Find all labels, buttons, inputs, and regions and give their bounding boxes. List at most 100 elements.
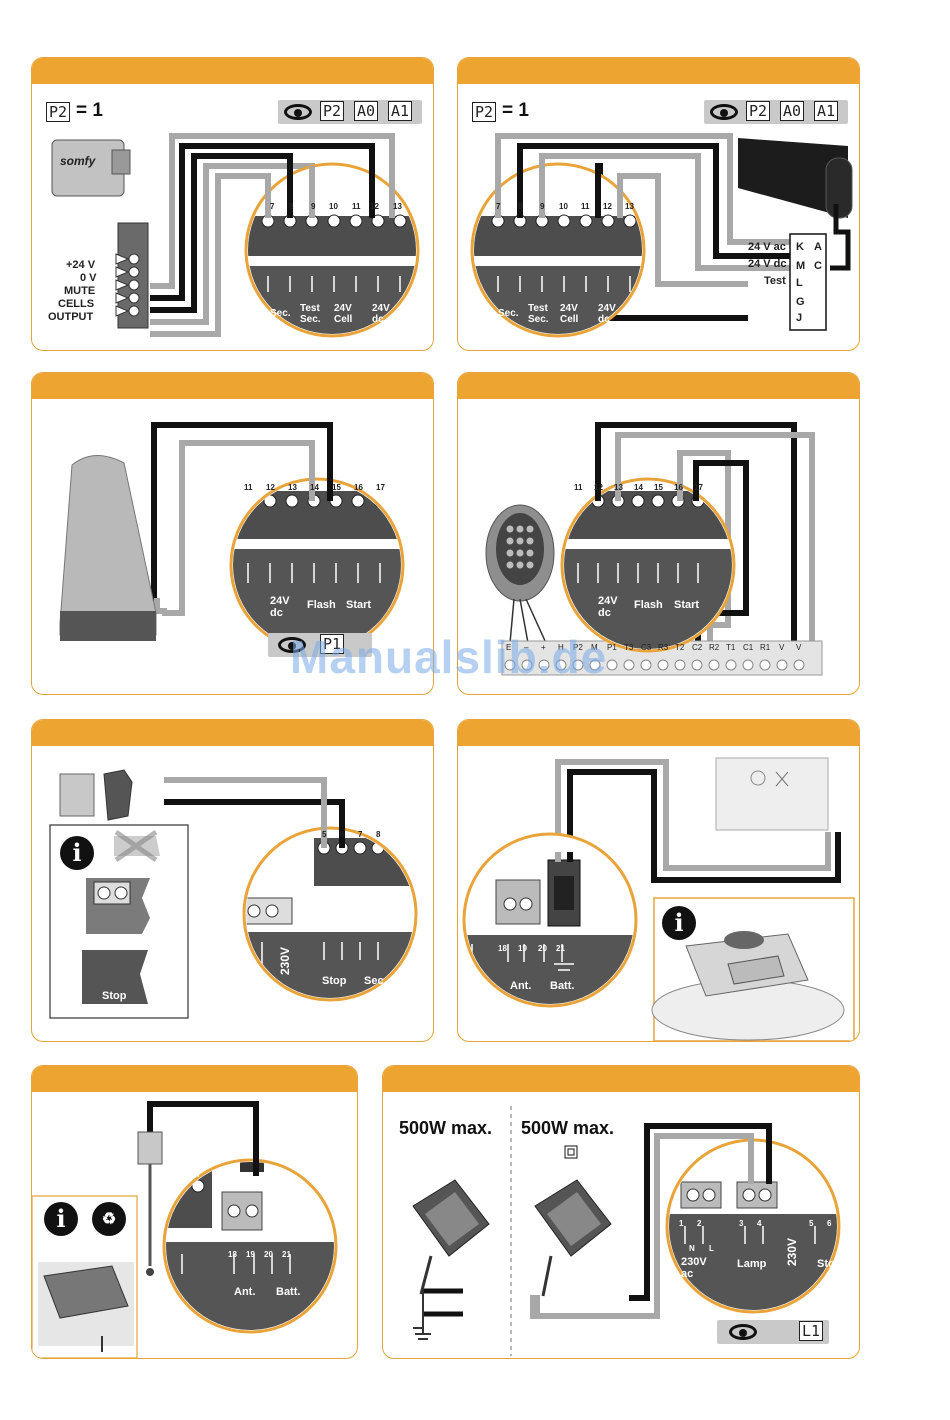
- panel-battery-wiring: i 18 19 20 21 Ant. Batt.: [457, 719, 860, 1042]
- panel-header: [458, 373, 859, 399]
- eye-icon: [284, 104, 312, 120]
- edge-row-24vdc: 24 V dc: [748, 258, 787, 270]
- terminal-num-9: 9: [540, 202, 545, 211]
- terminal-num-12: 12: [266, 483, 275, 492]
- eye-icon: [278, 637, 306, 653]
- label-stop: Stop: [322, 975, 347, 987]
- terminal-num-14: 14: [310, 483, 319, 492]
- keypad-diagram: [485, 422, 823, 676]
- info-icon: i: [60, 836, 94, 870]
- terminal-cells: CELLS: [58, 298, 95, 310]
- terminal-num-13: 13: [393, 202, 402, 211]
- key-switch-diagram: [59, 422, 405, 653]
- antenna-diagram: [32, 1101, 338, 1358]
- terminal-num-2: 2: [697, 1219, 702, 1228]
- panel-header: [458, 720, 859, 746]
- label-24v-cell: 24V Cell: [560, 303, 579, 325]
- eye-icon: [710, 104, 738, 120]
- terminal-num-21: 21: [282, 1250, 291, 1259]
- load-label-1: 500W max.: [399, 1118, 493, 1138]
- terminal-num-9: 9: [311, 202, 316, 211]
- terminal-num-17: 17: [192, 1170, 201, 1179]
- label-ant: Ant.: [234, 1286, 256, 1298]
- safety-edge-diagram: [470, 133, 853, 338]
- label-sec: Sec.: [270, 308, 291, 319]
- label-230v-ac: 230V ac: [681, 1256, 707, 1280]
- label-flash: Flash: [634, 599, 663, 611]
- terminal-num-11: 11: [244, 483, 253, 492]
- terminal-num-15: 15: [654, 483, 663, 492]
- terminal-num-3: 3: [739, 1219, 744, 1228]
- terminal-num-6: 6: [827, 1219, 832, 1228]
- label-lamp: Lamp: [737, 1258, 767, 1270]
- terminal-mute: MUTE: [64, 285, 96, 297]
- kp-term: C3: [641, 643, 652, 652]
- terminal-num-1: 1: [679, 1219, 684, 1228]
- terminal-output: OUTPUT: [48, 311, 94, 323]
- terminal-num-12: 12: [594, 483, 603, 492]
- param-value: = 1: [502, 100, 529, 121]
- readout-code-1: P2: [320, 101, 345, 121]
- terminal-num-17: 17: [376, 483, 385, 492]
- panel-key-switch-wiring: 11 12 13 14 15 16 17 24V dc Flash Start …: [31, 372, 434, 695]
- terminal-num-11: 11: [581, 202, 590, 211]
- terminal-num-18: 18: [498, 944, 507, 953]
- readout-bar: P2 A0 A1: [278, 100, 422, 124]
- terminal-num-12: 12: [603, 202, 612, 211]
- terminal-num-8: 8: [518, 202, 523, 211]
- panel-keypad-wiring: 11 12 13 14 15 16 17 24V dc Flash Start …: [457, 372, 860, 695]
- label-24v-cell: 24V Cell: [334, 303, 353, 325]
- kp-term: P2: [573, 643, 583, 652]
- info-icon: i: [662, 906, 696, 940]
- kp-term: E: [506, 643, 512, 652]
- readout-code: P1: [320, 634, 345, 654]
- label-stop: Sto: [817, 1258, 835, 1270]
- label-sec: Sec.: [364, 975, 387, 987]
- panel-stop-button-wiring: i Stop 5 6 7 8 230V Stop Sec.: [31, 719, 434, 1042]
- label-test-sec: Test Sec.: [300, 303, 321, 325]
- terminal-num-19: 19: [246, 1250, 255, 1259]
- load-label-2: 500W max.: [521, 1118, 615, 1138]
- panel-header: [32, 58, 433, 84]
- terminal-num-18: 18: [228, 1250, 237, 1259]
- terminal-num-4: 4: [757, 1219, 762, 1228]
- readout-bar: L1: [717, 1320, 829, 1344]
- terminal-plus24v: +24 V: [66, 259, 96, 271]
- terminal-num-21: 21: [556, 944, 565, 953]
- photocell-diagram: [51, 133, 420, 338]
- label-24v-dc: 24V dc: [598, 595, 618, 619]
- edge-letter-j: J: [796, 312, 803, 324]
- edge-letter-g: G: [796, 296, 805, 308]
- terminal-num-17: 17: [694, 483, 703, 492]
- terminal-num-13: 13: [614, 483, 623, 492]
- terminal-num-13: 13: [625, 202, 634, 211]
- lamp-diagram: [412, 1106, 841, 1356]
- panel-header: [32, 373, 433, 399]
- terminal-num-7: 7: [270, 202, 275, 211]
- kp-term: C2: [692, 643, 703, 652]
- kp-term: T2: [675, 643, 685, 652]
- readout-code-3: A1: [388, 101, 413, 121]
- terminal-num-13: 13: [288, 483, 297, 492]
- panel-lamp-wiring: 500W max. 500W max. 1 2 3 4 5 6 N L 230V…: [382, 1065, 860, 1359]
- kp-term: –: [524, 643, 529, 652]
- terminal-num-5: 5: [809, 1219, 814, 1228]
- label-sec: Sec.: [498, 308, 519, 319]
- panel-header: [383, 1066, 859, 1092]
- terminal-num-11: 11: [352, 202, 361, 211]
- terminal-num-8: 8: [376, 830, 381, 839]
- terminal-num-16: 16: [674, 483, 683, 492]
- label-24v-dc: 24V dc: [270, 595, 290, 619]
- readout-code: L1: [799, 1321, 824, 1341]
- eye-icon: [729, 1324, 757, 1340]
- kp-term: V: [796, 643, 802, 652]
- terminal-num-16: 16: [354, 483, 363, 492]
- edge-letter-k: K: [796, 241, 804, 253]
- kp-term: T3: [624, 643, 634, 652]
- terminal-num-20: 20: [538, 944, 547, 953]
- edge-letter-a: A: [814, 241, 822, 253]
- readout-code-1: P2: [746, 101, 771, 121]
- terminal-num-6: 6: [340, 830, 345, 839]
- terminal-num-15: 15: [332, 483, 341, 492]
- param-value: = 1: [76, 100, 103, 121]
